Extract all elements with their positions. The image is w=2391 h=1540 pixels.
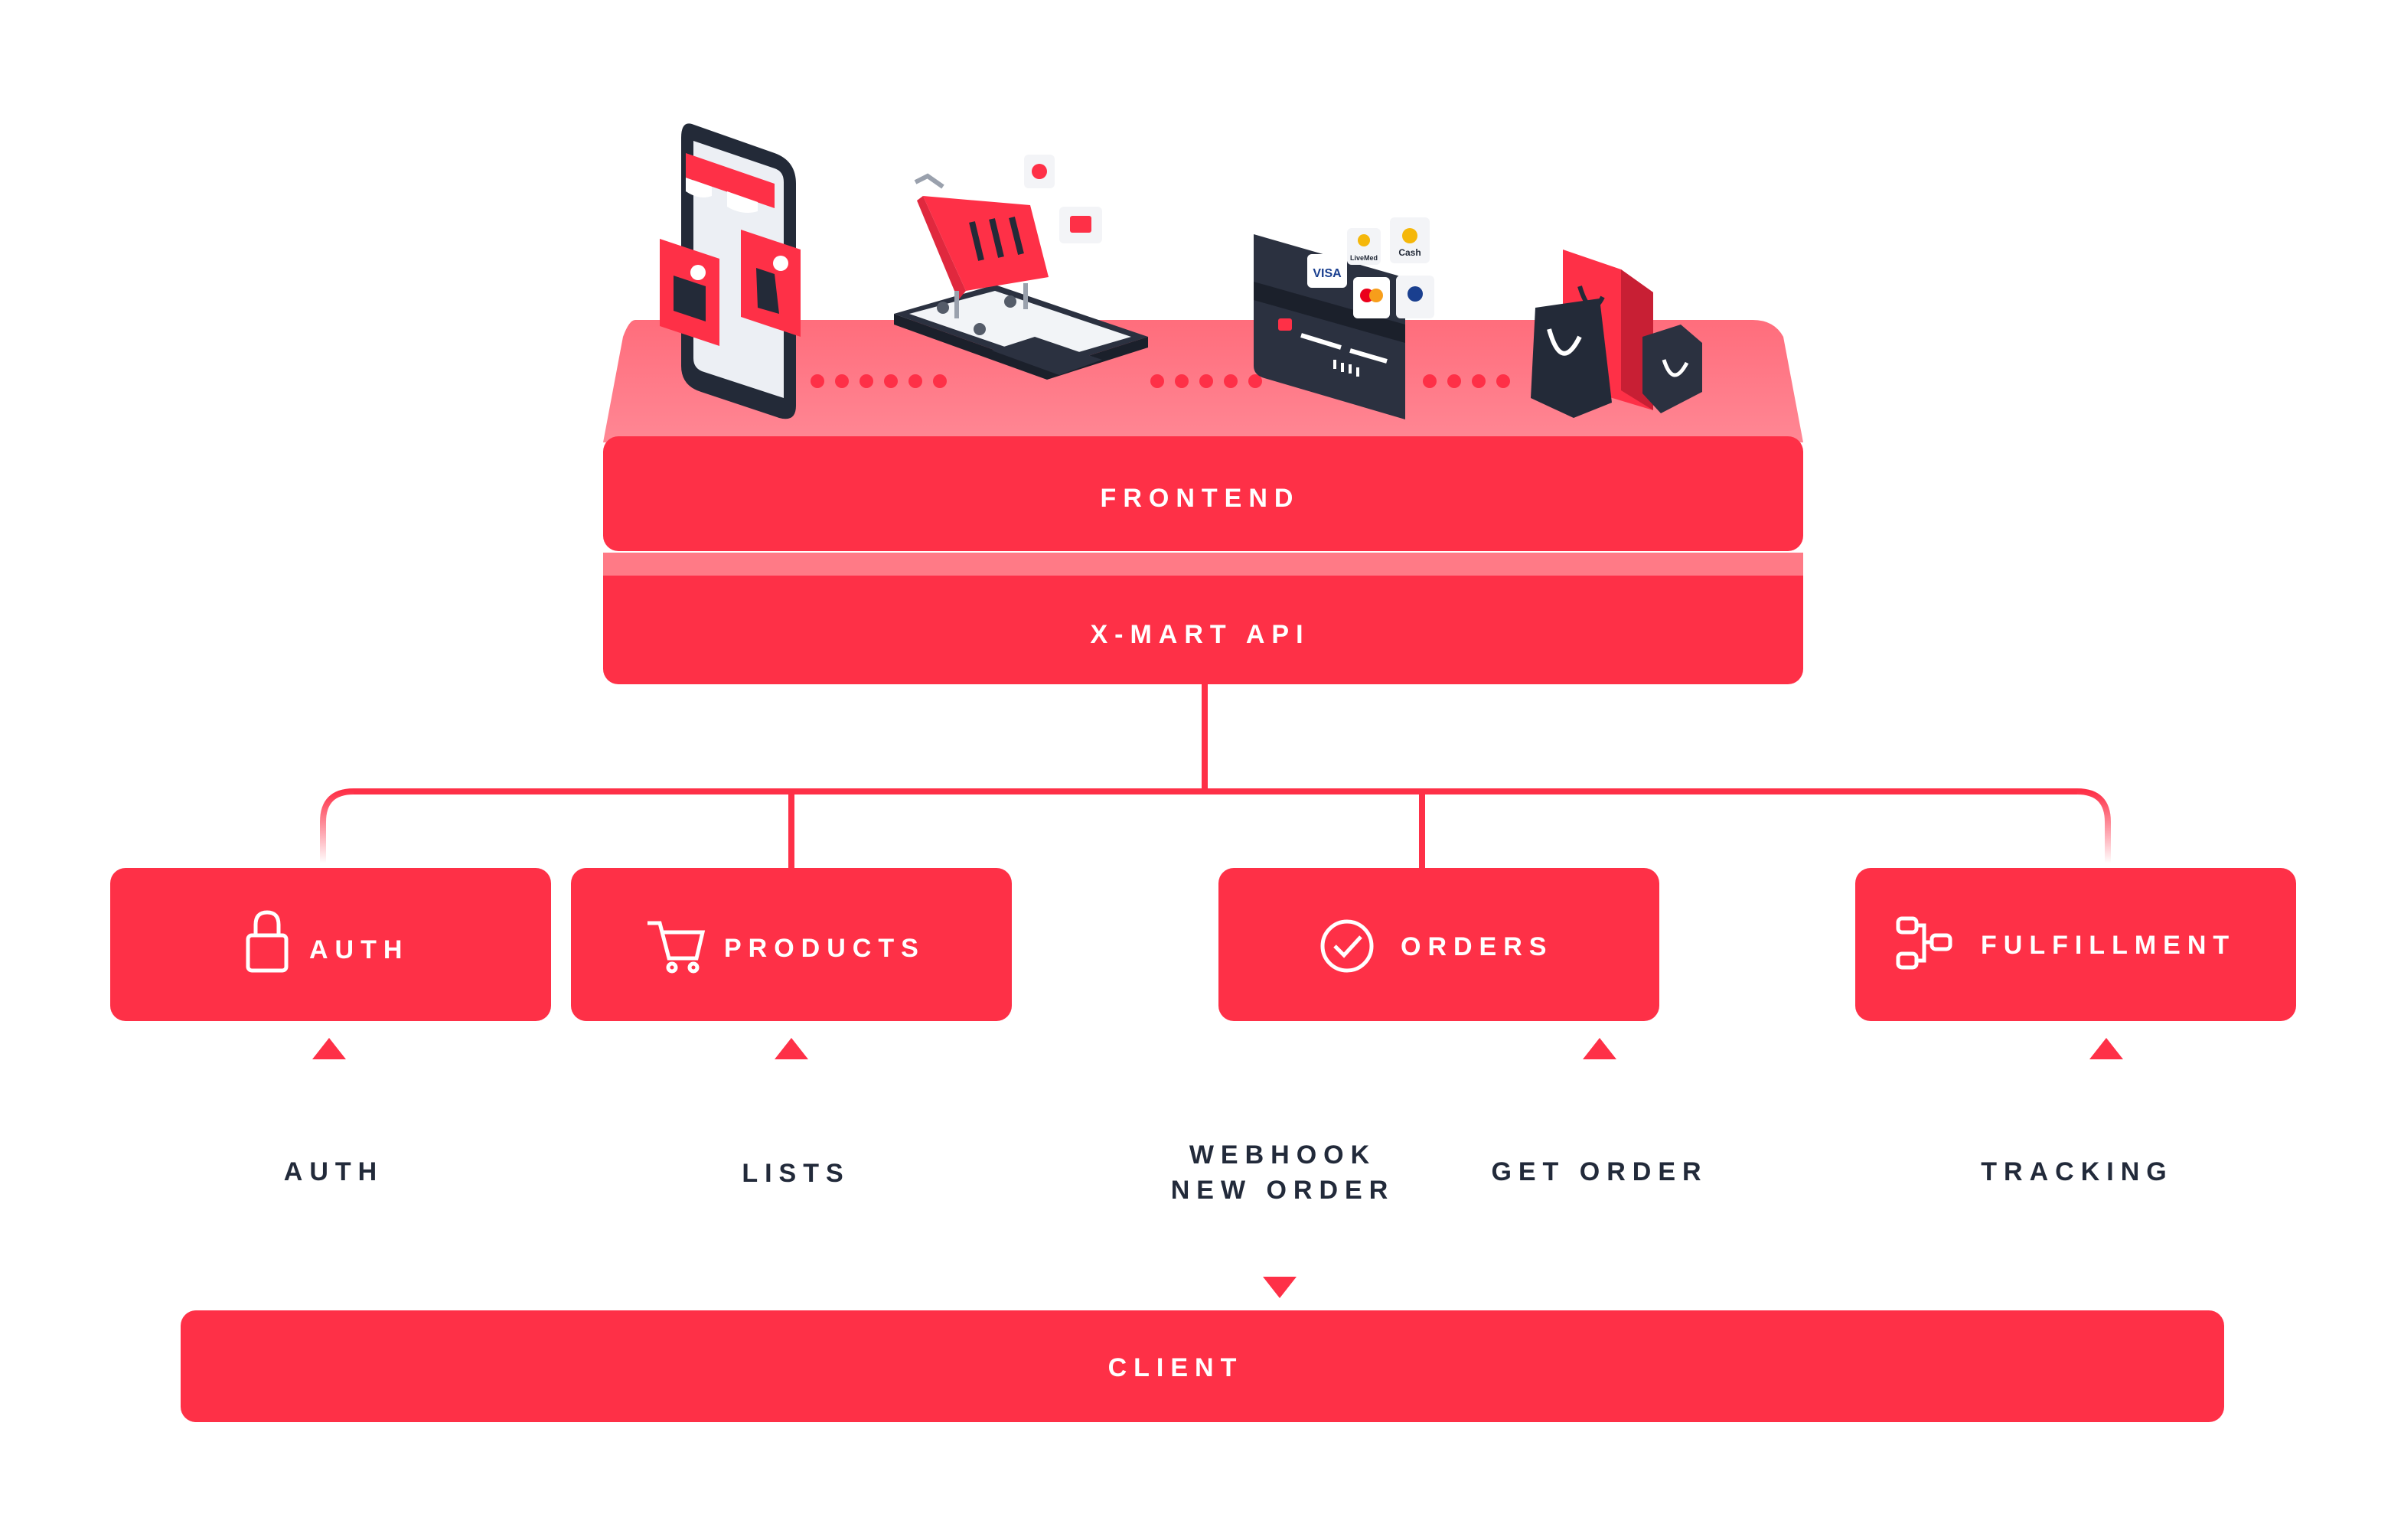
frontend-label: FRONTEND [1101,484,1300,513]
flow-webhook: WEBHOOK NEW ORDER [1171,1021,1395,1298]
flow-label-webhook: WEBHOOK [1189,1140,1376,1170]
frontend-layer: FRONTEND [603,320,1803,551]
flow-label-lists: LISTS [742,1159,850,1188]
flow-auth: AUTH [284,1038,383,1313]
shopping-bags-icon [1531,250,1702,418]
service-label-products: PRODUCTS [724,934,925,963]
flow-tracking: TRACKING [1981,1038,2173,1313]
flow-label-get-order: GET ORDER [1491,1157,1708,1186]
shopping-cart-tablet-icon [894,155,1148,380]
flow-label-new-order: NEW ORDER [1171,1176,1395,1205]
arrow-up-icon [775,1038,808,1059]
flow-label-auth: AUTH [284,1157,383,1186]
mobile-store-icon [660,123,801,419]
api-layer: X-MART API [603,553,1803,684]
service-label-fulfillment: FULFILLMENT [1981,931,2236,960]
api-block [603,553,1803,684]
cash-badge: Cash [1398,247,1421,258]
flow-lists: LISTS [742,1038,850,1313]
api-label: X-MART API [1090,620,1310,649]
flow-label-tracking: TRACKING [1981,1157,2173,1186]
service-products: PRODUCTS [571,868,1012,1021]
arrow-up-icon [2089,1038,2123,1059]
service-label-orders: ORDERS [1401,932,1553,961]
service-orders: ORDERS [1218,868,1659,1021]
visa-badge: VISA [1313,267,1342,280]
check-circle-icon [1320,919,1374,973]
credit-card-payment-icon: VISA LiveMed Cash [1254,217,1434,419]
chain-link-icon [1896,916,1952,970]
service-fulfillment: FULFILLMENT [1855,868,2296,1021]
api-top-edge [603,553,1803,576]
arrow-up-icon [1583,1038,1616,1059]
livemed-badge: LiveMed [1350,254,1378,262]
flow-get-order: GET ORDER [1491,1038,1708,1313]
client-layer: CLIENT [181,1310,2224,1422]
lock-icon [246,910,289,973]
service-label-auth: AUTH [309,935,409,964]
client-label: CLIENT [1108,1353,1244,1382]
service-auth: AUTH [110,868,551,1021]
frontend-front-face [603,436,1803,551]
arrow-down-icon [1263,1277,1297,1298]
api-connectors [320,684,2111,868]
cart-icon [647,921,706,974]
frontend-dots [811,374,1510,388]
arrow-up-icon [312,1038,346,1059]
